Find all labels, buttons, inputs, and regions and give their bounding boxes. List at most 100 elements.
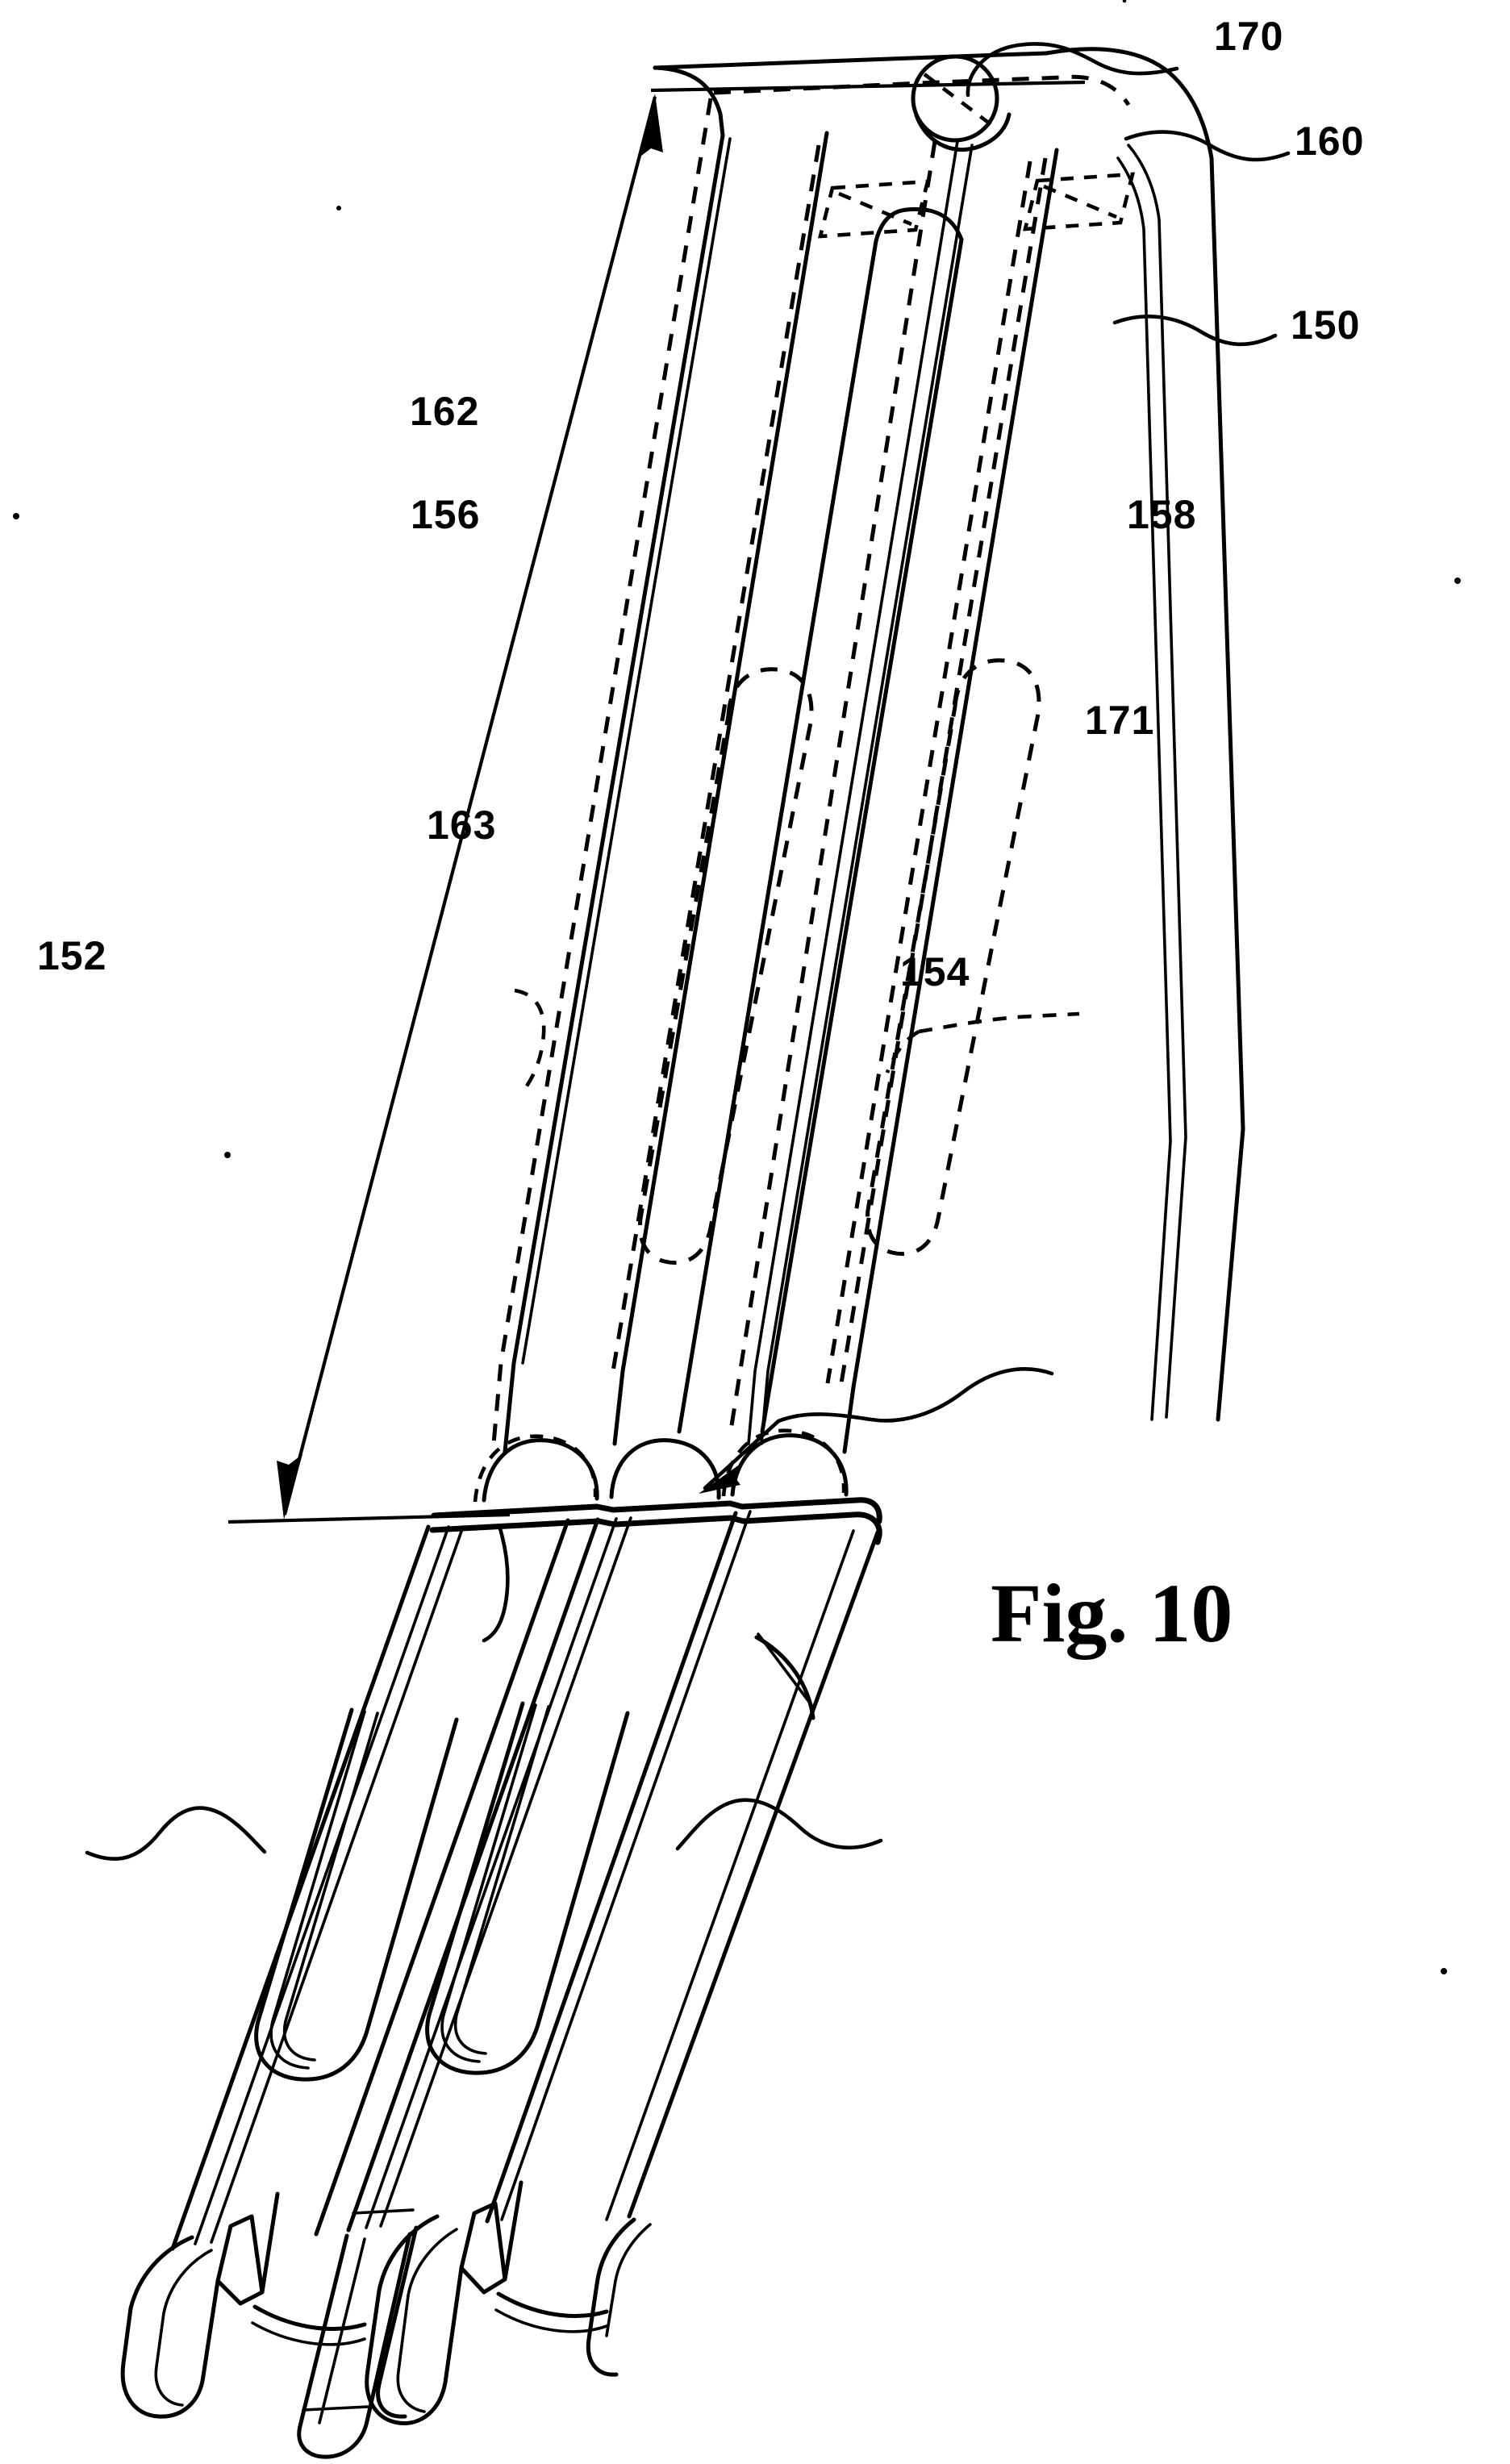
insert-right-outer-edge	[842, 148, 1059, 1454]
leader-171-arrowhead	[699, 1461, 744, 1494]
ref-numeral-150: 150	[1291, 302, 1360, 348]
leader-171-arrow-shaft	[703, 1419, 781, 1490]
housing-top-edge	[653, 51, 1049, 70]
slot-154-inner-line-b	[453, 1705, 550, 2055]
speck-left	[13, 513, 19, 519]
slot-154-inner-line	[440, 1703, 537, 2063]
fork-tip-left-outline	[120, 2191, 280, 2419]
center-column-hidden-axis	[728, 140, 937, 1436]
tube-154-left-inner-wall	[365, 1517, 618, 2229]
leader-158-hook	[885, 1030, 920, 1074]
center-blade-right-flank	[376, 2225, 419, 2419]
lobed-end-scallop-left	[482, 1438, 599, 1503]
far-right-tip-outline	[586, 2217, 636, 2377]
housing-right-wall-inner-edge	[1127, 144, 1187, 1419]
insert-left-hidden-edge	[491, 98, 713, 1445]
shaft-right-outer-flank	[627, 1530, 880, 2219]
fork-tip-left-crossbar-b	[251, 2321, 366, 2346]
slot-152-inner-line	[269, 1710, 366, 2070]
insert-nose-left-outline	[653, 65, 725, 138]
speck-mid-left	[224, 1152, 231, 1158]
leader-158	[918, 1011, 1080, 1034]
dim-162-extension-top	[650, 80, 1086, 93]
tube-152-left-inner-wall	[194, 1525, 450, 2245]
leader-163	[482, 1524, 510, 1643]
fork-tip-left-notch	[215, 2214, 265, 2295]
reference-numerals-group: 170 160 150 162 156 158 171 163 152 154	[37, 14, 1364, 994]
lobed-end-scallop-center	[609, 1438, 721, 1500]
speck-top-mid	[336, 206, 341, 211]
ref-numeral-156: 156	[411, 492, 480, 537]
paper-specks-group	[13, 206, 1461, 1974]
fork-tip-right-crossbar-b	[494, 2308, 608, 2333]
ref-numeral-160: 160	[1295, 119, 1364, 164]
fork-tip-right-notch	[459, 2201, 507, 2282]
insert-left-outer-edge	[503, 133, 725, 1454]
center-column-left-edge	[677, 207, 909, 1434]
leader-171	[776, 1367, 1054, 1424]
shaft-bevel-cut-edge	[754, 1635, 815, 1720]
slot-152-outline	[254, 1707, 459, 2082]
aperture-170-circle	[911, 54, 999, 143]
fork-tip-right-outline	[365, 2180, 523, 2425]
tube-152-left-inner-wall-b	[210, 1525, 465, 2244]
center-blade-outline	[297, 2232, 412, 2459]
center-blade-tip-cut	[302, 2405, 369, 2412]
hidden-slot-right-diagonal	[1043, 184, 1117, 219]
center-blade-inner-line	[318, 2237, 366, 2424]
leader-154	[675, 1798, 883, 1851]
ref-numeral-170: 170	[1214, 14, 1283, 59]
dim-162-arrow-bottom	[277, 1454, 302, 1520]
tube-152-left-outer-wall	[170, 1524, 431, 2251]
lobed-end-front-band-top	[431, 1497, 882, 1524]
housing-outer-right-edge	[1044, 47, 1245, 1422]
ref-numeral-162: 162	[410, 389, 479, 434]
dim-162-line	[282, 96, 657, 1516]
insert-center-divider-left	[612, 131, 829, 1446]
tube-152-right-outer-wall	[314, 1518, 570, 2237]
leader-170	[966, 42, 1179, 98]
slot-154-outline	[425, 1701, 630, 2075]
center-blade-shoulder-cut	[352, 2208, 415, 2215]
tube-154-left-inner-wall-b	[379, 1516, 632, 2228]
dimension-162-group	[227, 80, 1086, 1524]
leader-156	[514, 988, 546, 1089]
ref-numeral-171: 171	[1085, 698, 1154, 743]
fork-tip-left-inner	[154, 2249, 213, 2407]
far-right-tip-inner	[605, 2223, 652, 2337]
ref-numeral-163: 163	[427, 803, 496, 848]
fork-tip-right-inner	[396, 2228, 458, 2413]
hidden-slot-left	[818, 179, 930, 239]
figure-caption: Fig. 10	[991, 1567, 1233, 1660]
shaft-bevel-cut-edge-inner	[757, 1632, 813, 1707]
shaft-right-outer-flank-inner	[605, 1529, 855, 2221]
aperture-170-hidden-axis	[923, 73, 995, 128]
insert-left-wall-inner-line	[521, 137, 732, 1365]
fork-tip-left-crossbar	[252, 2304, 367, 2331]
fork-tip-right-crossbar	[496, 2291, 609, 2318]
aperture-170-thickness-arc	[914, 112, 1012, 152]
ref-numeral-154: 154	[900, 949, 970, 994]
tube-154-right-outer-wall	[485, 1511, 738, 2224]
insert-inner-hidden-line-a	[611, 144, 821, 1372]
leader-150	[1112, 315, 1278, 347]
leader-160-curve	[1124, 130, 1291, 162]
dim-162-arrow-top	[637, 94, 663, 159]
housing-outline-group	[120, 47, 1245, 2459]
ref-numeral-152: 152	[37, 933, 106, 978]
housing-right-rim-line	[1116, 156, 1172, 1421]
slot-152-inner-line-b	[282, 1711, 379, 2062]
insert-center-divider-right	[747, 140, 959, 1445]
leader-152	[85, 1806, 267, 1861]
speck-upper-right	[1454, 577, 1461, 584]
leader-lines-group	[85, 0, 1291, 1861]
ref-numeral-158: 158	[1127, 492, 1196, 537]
speck-lower-right	[1441, 1968, 1447, 1974]
dim-162-extension-bottom	[227, 1512, 511, 1524]
tube-154-right-inner-wall	[500, 1510, 752, 2221]
hidden-slot-right	[1023, 172, 1135, 231]
center-column-right-edge	[760, 237, 964, 1434]
lobed-end-scallop-left-hidden	[473, 1434, 598, 1503]
